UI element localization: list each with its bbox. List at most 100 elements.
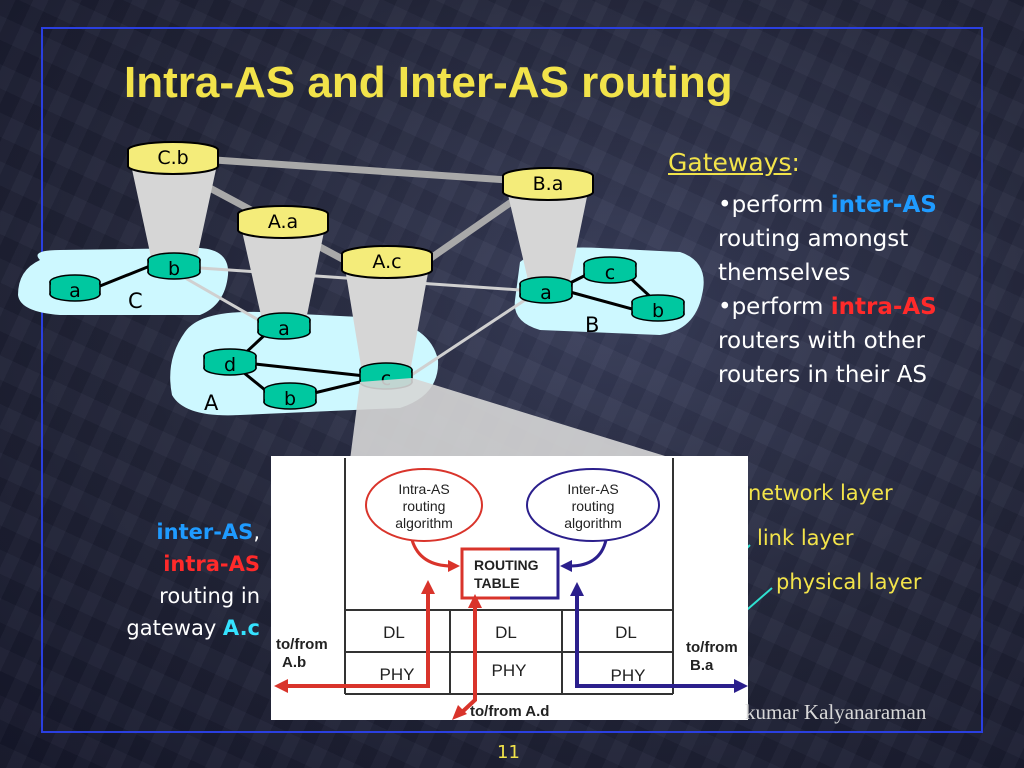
link-ac-ba bbox=[426, 193, 522, 263]
author-credit: kumar Kalyanaraman bbox=[745, 700, 927, 724]
routing-table-blue-edge bbox=[510, 547, 560, 600]
gateway-cone-ac bbox=[344, 262, 430, 372]
side-note: inter-AS, intra-AS routing in gateway A.… bbox=[92, 516, 260, 644]
routing-table-line1: ROUTING bbox=[474, 557, 539, 573]
to-ab-line2: A.b bbox=[282, 654, 306, 671]
as-a-label: A bbox=[204, 391, 219, 415]
router-b-c-label: c bbox=[605, 262, 615, 284]
link-cb-ba bbox=[214, 156, 509, 184]
gateway-aa[interactable] bbox=[237, 205, 329, 239]
gateway-cone-cb bbox=[130, 160, 218, 262]
intra-algo-line1: Intra-AS bbox=[398, 481, 449, 497]
link-ac-ba2 bbox=[409, 298, 526, 378]
link-c-a-b bbox=[94, 264, 151, 290]
physical-layer-label: physical layer bbox=[776, 570, 922, 594]
router-a-a-label: a bbox=[278, 318, 290, 340]
gateway-bullet-2: •perform intra-AS routers with other rou… bbox=[718, 290, 988, 392]
as-b-label: B bbox=[585, 313, 599, 337]
intra-ad-down-head bbox=[452, 705, 467, 720]
router-c-b-label: b bbox=[168, 258, 180, 280]
link-a-d-c bbox=[254, 362, 366, 378]
intra-algo-line2: routing bbox=[403, 498, 446, 514]
dl-3: DL bbox=[615, 623, 637, 642]
intra-up-head bbox=[421, 580, 435, 594]
routing-table[interactable] bbox=[460, 547, 560, 600]
bullet-2-rest: routers with other routers in their AS bbox=[718, 328, 928, 388]
inter-to-table-head bbox=[560, 560, 572, 572]
network-layer-label: network layer bbox=[748, 481, 893, 505]
zoom-projection bbox=[350, 378, 678, 460]
gateway-cone-aa bbox=[240, 222, 326, 320]
side-inter: inter-AS bbox=[156, 520, 254, 544]
intra-as-algorithm[interactable] bbox=[365, 468, 483, 542]
side-note-line3: routing in bbox=[159, 584, 260, 608]
inter-algo-line1: Inter-AS bbox=[567, 481, 618, 497]
gateways-colon: : bbox=[791, 148, 800, 177]
side-gateway-ac: A.c bbox=[222, 616, 260, 640]
gateway-ba[interactable] bbox=[502, 167, 594, 201]
router-b-a-label: a bbox=[540, 282, 552, 304]
router-b-c[interactable] bbox=[583, 256, 637, 284]
dl-2: DL bbox=[495, 623, 517, 642]
side-intra: intra-AS bbox=[163, 552, 260, 576]
side-comma: , bbox=[253, 520, 260, 544]
intra-to-table-head bbox=[448, 560, 460, 572]
slide-frame bbox=[41, 27, 983, 733]
inter-path-to-ba bbox=[575, 592, 735, 688]
router-b-b[interactable] bbox=[631, 294, 685, 322]
internals-panel bbox=[271, 456, 748, 720]
gateway-ac-label: A.c bbox=[372, 251, 401, 273]
router-c-a[interactable] bbox=[49, 274, 101, 302]
bullet-2-highlight: intra-AS bbox=[830, 294, 937, 320]
router-a-b[interactable] bbox=[263, 382, 317, 410]
gateway-cb[interactable] bbox=[127, 141, 219, 175]
phy-3: PHY bbox=[611, 666, 646, 685]
router-a-a[interactable] bbox=[257, 312, 311, 340]
side-gateway-prefix: gateway bbox=[126, 616, 223, 640]
inter-to-table-arrow bbox=[569, 539, 608, 568]
inter-ba-head bbox=[734, 679, 748, 693]
routing-table-red-edge bbox=[460, 547, 510, 600]
link-cb-aa bbox=[179, 273, 263, 324]
gateways-heading: Gateways: bbox=[668, 148, 800, 177]
router-a-c-label: c bbox=[381, 368, 391, 390]
router-b-a[interactable] bbox=[519, 276, 573, 304]
routing-table-line2: TABLE bbox=[474, 575, 520, 591]
side-note-line1: inter-AS, bbox=[92, 516, 260, 548]
router-a-d[interactable] bbox=[203, 348, 257, 376]
to-ba-line2: B.a bbox=[690, 657, 714, 674]
intra-path-to-ab bbox=[286, 590, 430, 688]
router-b-b-label: b bbox=[652, 300, 664, 322]
phy-2: PHY bbox=[492, 661, 527, 680]
to-ba-line1: to/from bbox=[686, 639, 738, 656]
intra-ad-up-head bbox=[468, 594, 482, 608]
gateways-heading-text: Gateways bbox=[668, 148, 792, 177]
intra-path-to-ad bbox=[458, 604, 477, 716]
router-c-a-label: a bbox=[69, 280, 81, 302]
bullet-1-prefix: •perform bbox=[718, 192, 831, 218]
gateway-cone-ba bbox=[505, 182, 590, 280]
bullet-2-prefix: •perform bbox=[718, 294, 831, 320]
gateway-ac[interactable] bbox=[341, 245, 433, 279]
as-c-label: C bbox=[128, 289, 143, 313]
link-a-b-c bbox=[309, 378, 369, 396]
intra-algo-line3: algorithm bbox=[395, 515, 453, 531]
gateway-bullet-1: •perform inter-AS routing amongst themse… bbox=[718, 188, 988, 290]
gateway-aa-label: A.a bbox=[268, 211, 298, 233]
router-a-b-label: b bbox=[284, 388, 296, 410]
to-ad-label: to/from A.d bbox=[470, 703, 549, 720]
to-ab-line1: to/from bbox=[276, 636, 328, 653]
router-c-b[interactable] bbox=[147, 252, 201, 280]
inter-as-algorithm[interactable] bbox=[526, 468, 660, 542]
slide-title: Intra-AS and Inter-AS routing bbox=[124, 58, 733, 107]
gateway-cb-label: C.b bbox=[157, 147, 188, 169]
bullet-1-rest: routing amongst themselves bbox=[718, 226, 909, 286]
gateway-ba-label: B.a bbox=[533, 173, 564, 195]
phy-1: PHY bbox=[380, 665, 415, 684]
inter-algo-line2: routing bbox=[572, 498, 615, 514]
router-a-d-label: d bbox=[224, 354, 236, 376]
side-note-line4: gateway A.c bbox=[92, 612, 260, 644]
side-note-line2: intra-AS bbox=[92, 548, 260, 580]
